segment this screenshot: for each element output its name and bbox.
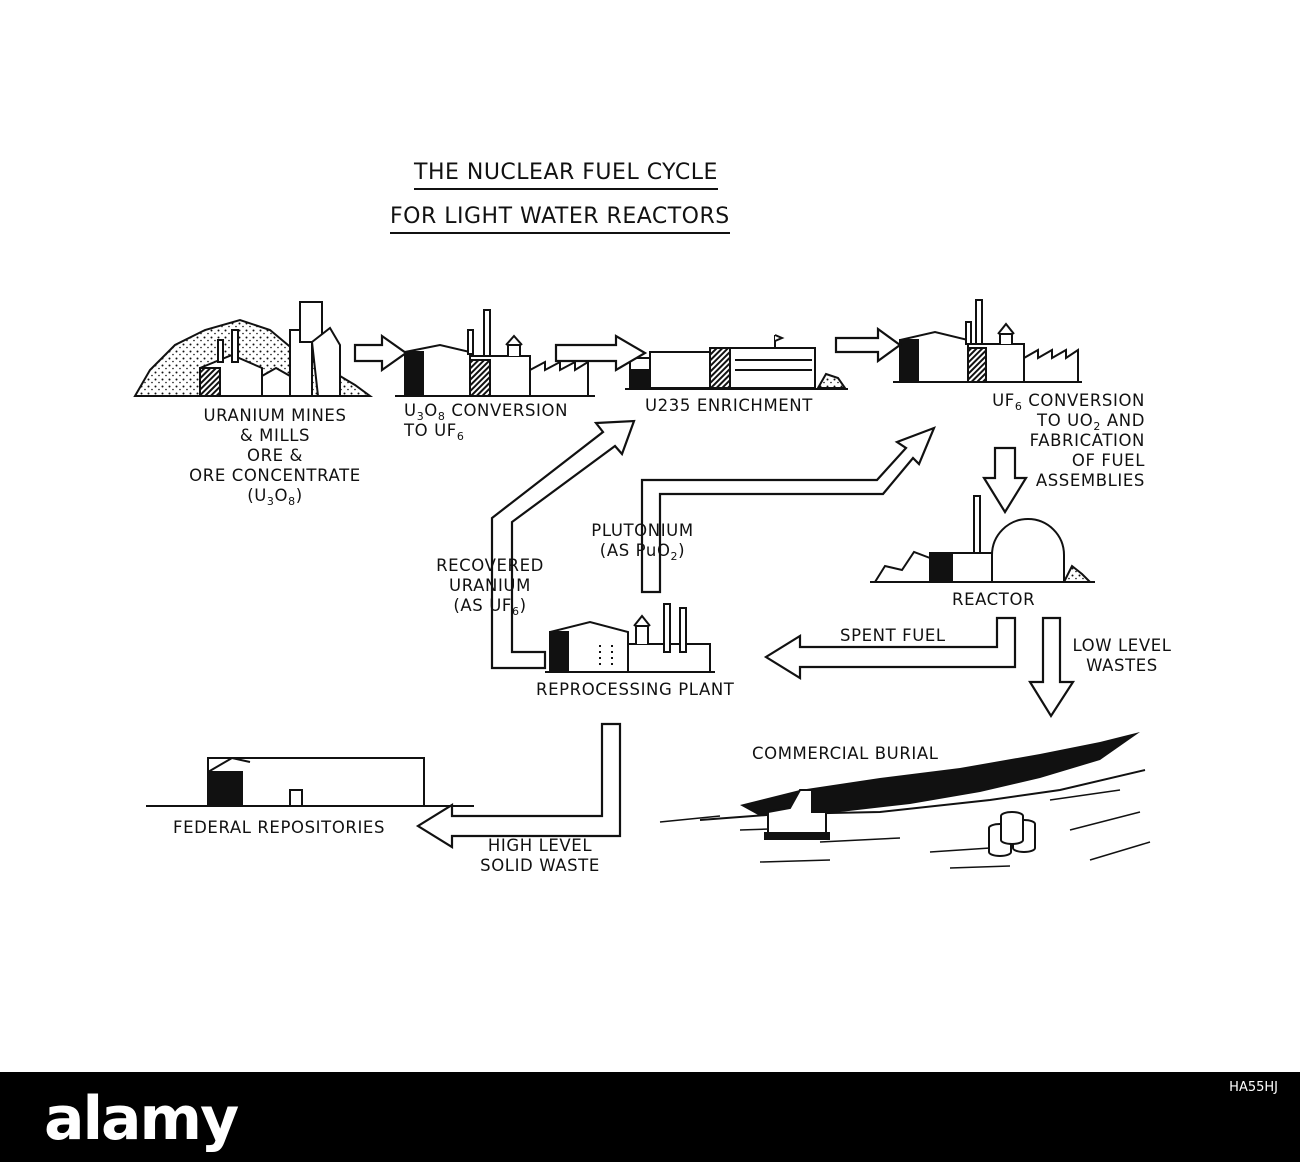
arrow-enrichment-to-fabrication bbox=[834, 326, 902, 364]
enrichment-plant-illustration bbox=[625, 334, 848, 390]
label-plutonium: PLUTONIUM (AS PuO2) bbox=[591, 521, 694, 563]
fuel-cycle-diagram bbox=[133, 299, 1151, 869]
label-high-level-waste: HIGH LEVEL SOLID WASTE bbox=[480, 836, 600, 875]
reactor-illustration bbox=[870, 495, 1095, 583]
brand-logo: alamy bbox=[44, 1084, 239, 1154]
label-commercial-burial: COMMERCIAL BURIAL bbox=[752, 744, 939, 763]
diagram-title-line2: FOR LIGHT WATER REACTORS bbox=[390, 204, 730, 234]
label-spent-fuel: SPENT FUEL bbox=[840, 626, 946, 645]
arrow-plutonium bbox=[640, 426, 936, 594]
arrow-fabrication-to-reactor bbox=[982, 446, 1028, 515]
arrow-spent-fuel bbox=[763, 616, 1017, 680]
label-federal-repositories: FEDERAL REPOSITORIES bbox=[173, 818, 386, 837]
label-recovered-uranium: RECOVERED URANIUM (AS UF6) bbox=[436, 556, 544, 618]
label-u3o8-conversion: U3O8 CONVERSION TO UF6 bbox=[404, 401, 569, 443]
label-u235-enrichment: U235 ENRICHMENT bbox=[645, 396, 813, 415]
diagram-title-line1: THE NUCLEAR FUEL CYCLE bbox=[414, 160, 718, 190]
label-low-level-wastes: LOW LEVEL WASTES bbox=[1072, 636, 1172, 675]
federal-repository-illustration bbox=[146, 756, 474, 807]
label-reactor: REACTOR bbox=[952, 590, 1036, 609]
stock-id: HA55HJ bbox=[1229, 1080, 1278, 1095]
label-reprocessing-plant: REPROCESSING PLANT bbox=[536, 680, 735, 699]
commercial-burial-illustration bbox=[659, 732, 1151, 869]
label-uranium-mines: URANIUM MINES & MILLS ORE & ORE CONCENTR… bbox=[189, 406, 361, 508]
arrow-low-level-wastes bbox=[1028, 616, 1076, 719]
uranium-mines-illustration bbox=[133, 301, 374, 397]
fabrication-plant-illustration bbox=[893, 299, 1082, 383]
reprocessing-plant-illustration bbox=[545, 603, 715, 673]
footer-bar: alamy HA55HJ bbox=[0, 1072, 1300, 1162]
arrow-mines-to-conversion bbox=[353, 333, 408, 373]
arrow-recovered-uranium bbox=[490, 419, 636, 670]
arrow-conversion-to-enrichment bbox=[554, 334, 648, 372]
label-uf6-fabrication: UF6 CONVERSION TO UO2 AND FABRICATION OF… bbox=[992, 391, 1145, 490]
conversion-plant-illustration bbox=[395, 309, 595, 397]
arrow-high-level-waste bbox=[415, 722, 622, 849]
